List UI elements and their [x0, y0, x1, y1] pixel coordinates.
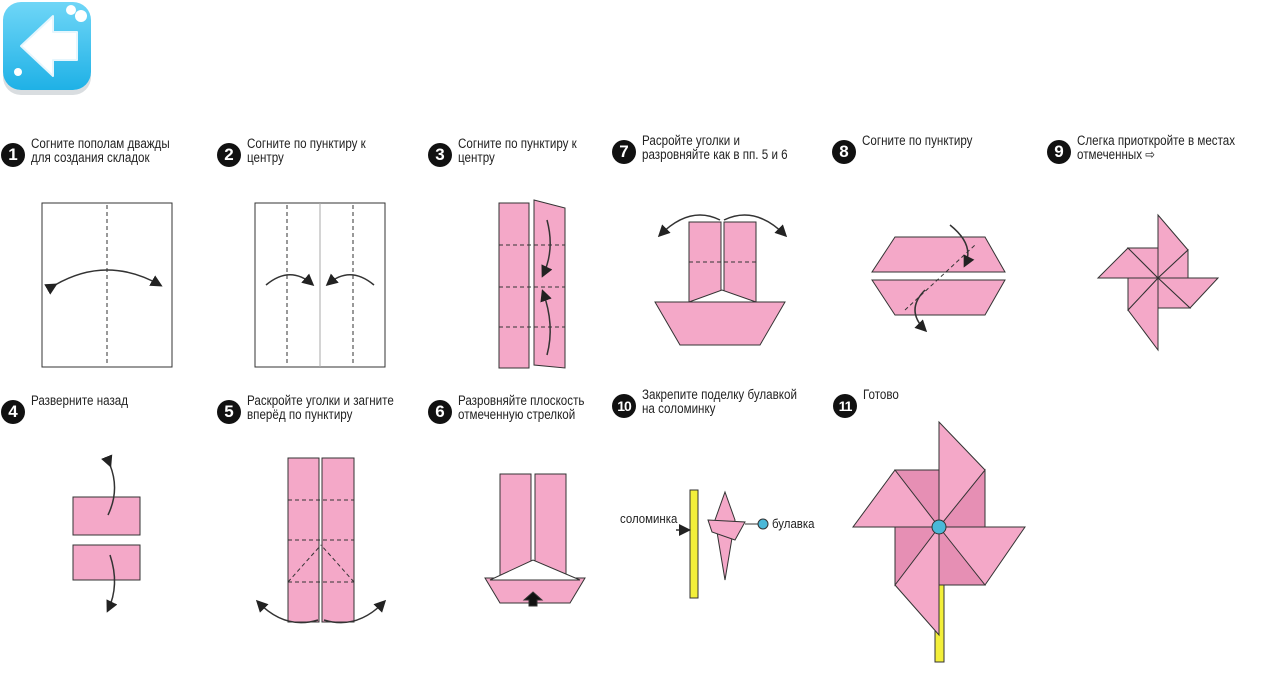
step1-illustration	[41, 202, 173, 368]
step-text: Согните по пунктиру к	[247, 136, 366, 151]
arrow-left-icon	[14, 5, 87, 77]
step8-illustration	[871, 224, 1006, 333]
step-number-badge: 4	[1, 400, 25, 424]
step-text: отмеченных ⇨	[1077, 147, 1156, 162]
step-text: Согните по пунктиру к	[458, 136, 577, 151]
step-number-badge: 7	[612, 140, 636, 164]
step-4: 4 Разверните назад	[1, 394, 144, 424]
step4-illustration	[72, 454, 141, 613]
step-text: центру	[247, 150, 284, 165]
step-text: Согните пополам дважды	[31, 136, 170, 151]
step-number-badge: 1	[1, 143, 25, 167]
step-text: отмеченную стрелкой	[458, 407, 576, 422]
step-text: разровняйте как в пп. 5 и 6	[642, 147, 788, 162]
step-number-badge: 3	[428, 143, 452, 167]
step-11: 11 Готово	[833, 388, 905, 418]
step9-illustration	[1096, 213, 1220, 352]
step11-illustration	[852, 420, 1026, 663]
step-text: Согните по пунктиру	[862, 133, 973, 148]
step-text: Готово	[863, 387, 899, 402]
step-text: центру	[458, 150, 495, 165]
step-number-badge: 2	[217, 143, 241, 167]
step-number-badge: 10	[612, 394, 636, 418]
step-text: для создания складок	[31, 150, 150, 165]
straw-label: соломинка	[620, 511, 678, 526]
pin-label: булавка	[772, 516, 815, 531]
step-8: 8 Согните по пунктиру	[832, 134, 990, 164]
step5-illustration	[255, 457, 387, 624]
step6-illustration	[484, 473, 586, 607]
step-text: Разровняйте плоскость	[458, 393, 585, 408]
step10-illustration	[676, 489, 769, 599]
step-text: Закрепите поделку булавкой	[642, 387, 797, 402]
step-number-badge: 8	[832, 140, 856, 164]
step-text: Расройте уголки и	[642, 133, 740, 148]
step-number-badge: 5	[217, 400, 241, 424]
step7-illustration	[654, 214, 788, 346]
step-text: вперёд по пунктиру	[247, 407, 353, 422]
step-number-badge: 6	[428, 400, 452, 424]
step-text: Разверните назад	[31, 393, 129, 408]
step-text: Раскройте уголки и загните	[247, 393, 394, 408]
step-number-badge: 9	[1047, 140, 1071, 164]
back-button[interactable]	[3, 2, 91, 90]
step2-illustration	[254, 202, 386, 368]
step-text: на соломинку	[642, 401, 716, 416]
step-text: Слегка приоткройте в местах	[1077, 133, 1236, 148]
step-number-badge: 11	[833, 394, 857, 418]
step3-illustration	[498, 199, 566, 369]
